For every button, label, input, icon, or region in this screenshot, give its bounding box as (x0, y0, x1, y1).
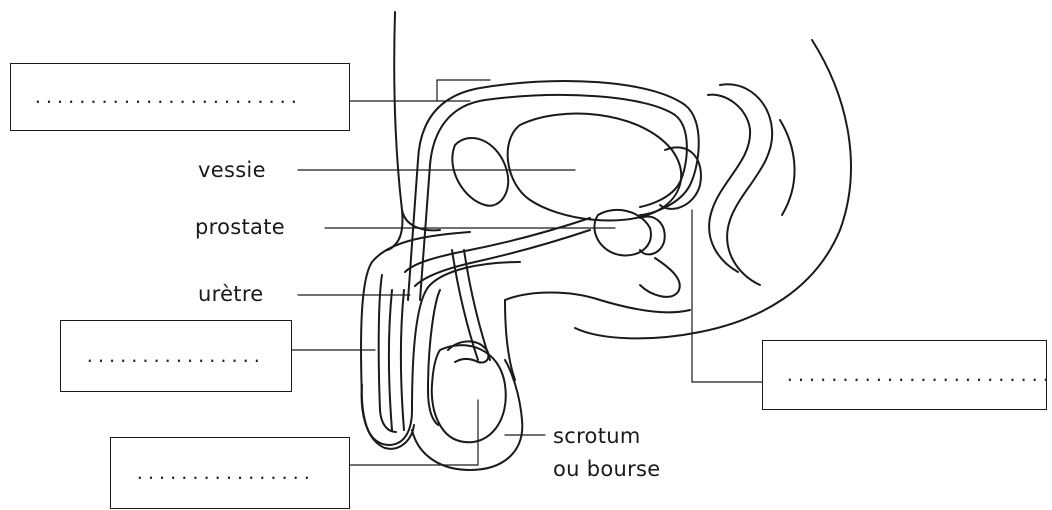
answer-placeholder-bottom-left: ................ (135, 463, 314, 483)
rectum-inner (707, 93, 752, 273)
urethra-upper (404, 217, 591, 273)
answer-placeholder-top-left: ........................ (33, 87, 301, 107)
label-vessie: vessie (198, 158, 266, 182)
answer-box-bottom-left[interactable]: ................ (110, 437, 350, 509)
scrotum-outline (411, 359, 524, 471)
answer-box-right[interactable]: ........................ (762, 340, 1051, 410)
anal-canal (639, 257, 681, 298)
answer-box-mid-left[interactable]: ................ (60, 320, 292, 392)
label-prostate: prostate (195, 215, 285, 239)
glans (360, 384, 415, 450)
urethral-canal-2 (400, 289, 405, 431)
perineum-contour (504, 291, 691, 314)
prostate-gland (593, 208, 652, 257)
epididymis (447, 340, 490, 364)
urethra-lower (414, 229, 591, 287)
rectum-outer (719, 83, 774, 286)
label-uretre: urètre (198, 282, 264, 306)
answer-placeholder-right: ........................ (785, 365, 1052, 385)
vas-deferens-inner (419, 94, 688, 301)
coccyx-curve (779, 119, 796, 216)
urethral-canal (388, 289, 393, 431)
answer-placeholder-mid-left: ................ (85, 346, 264, 366)
vas-deferens-outer (407, 80, 700, 301)
label-scrotum-line1: scrotum (553, 424, 641, 448)
pubic-bone (451, 136, 510, 207)
sacrum-outline (574, 39, 852, 340)
bladder (506, 112, 682, 222)
label-scrotum: scrotum ou bourse (553, 420, 661, 486)
spermatic-cord-b (463, 249, 491, 361)
prostate-lobe (639, 215, 666, 256)
seminal-vesicle (659, 146, 702, 210)
penis-inner-line (427, 289, 441, 426)
body-front-outline (401, 209, 441, 232)
answer-box-top-left[interactable]: ........................ (10, 63, 350, 131)
penis-outline (360, 231, 521, 446)
thigh-contour (504, 299, 516, 381)
spermatic-cord-a (451, 249, 479, 361)
penis-corpus (377, 274, 397, 433)
label-scrotum-line2: ou bourse (553, 457, 661, 481)
abdominal-wall-outline (387, 11, 404, 251)
